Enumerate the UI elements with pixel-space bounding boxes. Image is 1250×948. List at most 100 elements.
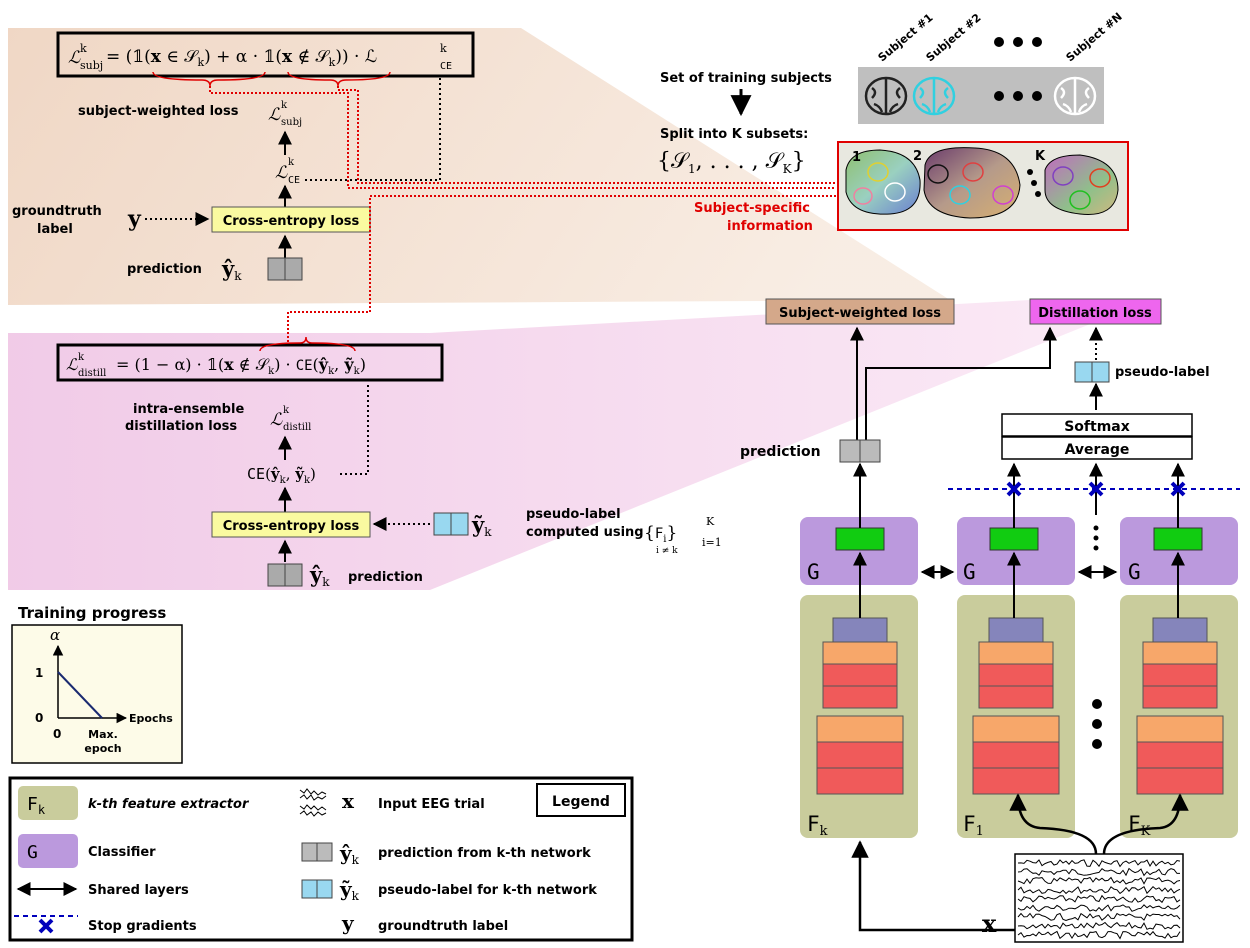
eeg-channel-5: [1017, 894, 1181, 904]
prediction-label-net: prediction: [740, 444, 821, 460]
eeg-channel-3: [1017, 876, 1181, 885]
classifier-K: [1120, 517, 1238, 585]
prediction-cells-net: [839, 439, 881, 463]
legend-classifier-swatch: [18, 834, 78, 868]
groundtruth-label-line1: groundtruth: [12, 204, 102, 219]
subject-weighted-loss-box: [765, 298, 955, 325]
brain-icon: [864, 76, 1097, 116]
prediction-label-top: prediction: [127, 262, 202, 277]
subset-blobs: [845, 147, 1119, 219]
fe-k-label: Fk: [807, 812, 828, 839]
layer-orange-1: [978, 641, 1054, 665]
svg-text:CE: CE: [440, 61, 452, 72]
training-progress-plot: [52, 644, 128, 724]
cross-entropy-box-top: [211, 206, 371, 233]
average-box: [1001, 436, 1193, 460]
subject-weighted-loss-text: Subject-weighted loss: [779, 306, 941, 321]
subject-specific-line2: information: [727, 219, 813, 234]
layer-red-0: [822, 663, 898, 687]
layer-orange-b-1: [972, 715, 1060, 743]
svg-text:k: k: [283, 405, 290, 416]
fe-1-label: F1: [963, 812, 984, 839]
intra-ensemble-line2: distillation loss: [125, 419, 237, 434]
layer-orange-0: [822, 641, 898, 665]
legend-eeg-label: Input EEG trial: [378, 797, 485, 812]
layer-red-2: [1142, 663, 1218, 687]
legend-eeg-icon: [299, 788, 327, 817]
subject-n-label: Subject #N: [1064, 10, 1125, 64]
subject-weighted-loss-label: subject-weighted loss: [78, 104, 239, 119]
layer-stacks: [816, 617, 1224, 795]
training-progress-title: Training progress: [18, 604, 166, 622]
intra-ensemble-line1: intra-ensemble: [133, 402, 244, 417]
layer-red-c-0: [816, 741, 904, 769]
legend-fe-label: k-th feature extractor: [88, 797, 250, 812]
legend-title: Legend: [552, 794, 610, 810]
vertical-ellipsis-classifiers: [1093, 525, 1099, 551]
legend-stop-icon: [38, 918, 54, 934]
cross-entropy-label-top: Cross-entropy loss: [223, 214, 360, 229]
eeg-channel-4: [1017, 885, 1181, 895]
pseudo-label-net: pseudo-label: [1115, 365, 1210, 380]
layer-blue-0: [832, 617, 888, 643]
eeg-channel-9: [1017, 930, 1181, 940]
average-label: Average: [1065, 442, 1130, 458]
layer-red-d-2: [1136, 767, 1224, 795]
legend-pred-label: prediction from k-th network: [378, 846, 591, 861]
max-epoch-line1: Max.: [88, 728, 118, 741]
pseudo-label-line1: pseudo-label: [526, 507, 621, 522]
subset-k-label: K: [1035, 149, 1046, 164]
legend-pseudo-label: pseudo-label for k-th network: [378, 883, 597, 898]
softmax-box: [1001, 413, 1193, 437]
groundtruth-label-line2: label: [37, 222, 73, 237]
legend-y-symbol: y: [341, 911, 355, 935]
classifier-1: [957, 517, 1075, 585]
cross-entropy-box-bottom: [211, 511, 371, 538]
training-progress-box: [11, 624, 183, 764]
svg-text:distill: distill: [283, 422, 311, 433]
distill-loss-equation: ℒ k distill = (1 − α) · 𝟙(x ∉ 𝒮k) · CE(ŷ…: [56, 336, 444, 382]
layer-red-b-1: [978, 685, 1054, 709]
y-tick-0: 0: [35, 711, 43, 725]
input-arrows: [851, 793, 1189, 932]
eeg-channel-7: [1017, 912, 1181, 922]
svg-text:= (𝟙(x ∈ 𝒮k) + α · 𝟙(x ∉ 𝒮: = (𝟙(x ∈ 𝒮k) + α · 𝟙(x ∉ 𝒮k)) · ℒ: [106, 47, 377, 69]
distill-loss-symbol: ℒ k distill: [270, 405, 311, 433]
layer-orange-2: [1142, 641, 1218, 665]
ce-term-bottom: CE(ŷk, ỹk): [247, 465, 316, 486]
ellipsis-dots: [994, 37, 1042, 101]
eeg-channel-2: [1017, 867, 1180, 877]
legend-shared-label: Shared layers: [88, 883, 189, 898]
split-label: Split into K subsets:: [660, 127, 808, 142]
svg-text:ℒ: ℒ: [270, 410, 283, 430]
legend-title-box: [536, 783, 626, 817]
x-tick-0: 0: [53, 727, 61, 741]
x-symbol-net: x: [982, 909, 997, 938]
classifier-g-K: G: [1128, 560, 1141, 584]
classifier-g-k: G: [807, 560, 820, 584]
legend-classifier-symbol: G: [27, 842, 38, 863]
subj-loss-symbol: ℒ k subj: [268, 100, 302, 128]
svg-text:= (1 − α) · 𝟙(x ∉ 𝒮k) · CE(ŷ: = (1 − α) · 𝟙(x ∉ 𝒮k) · CE(ŷk, ỹk): [116, 355, 366, 377]
layer-orange-b-0: [816, 715, 904, 743]
stop-gradient-marks: [1006, 481, 1186, 497]
svg-text:ℒ: ℒ: [66, 355, 78, 374]
legend-classifier-label: Classifier: [88, 845, 156, 860]
subset-2-label: 2: [913, 149, 922, 164]
pseudo-label-line2: computed using: [526, 525, 644, 540]
prediction-label-bottom: prediction: [348, 570, 423, 585]
layer-red-b-2: [1142, 685, 1218, 709]
svg-text:k: k: [281, 100, 288, 111]
subject-specific-links: [209, 86, 836, 342]
legend-pred-cells: [301, 842, 333, 862]
softmax-label: Softmax: [1064, 419, 1130, 435]
svg-text:K: K: [706, 515, 715, 528]
classifier-k: [800, 517, 918, 585]
svg-text:{Fi}: {Fi}: [644, 523, 677, 545]
svg-text:k: k: [80, 42, 87, 55]
svg-text:i ≠ k: i ≠ k: [656, 546, 678, 556]
top-panel: [8, 28, 950, 305]
layer-orange-b-2: [1136, 715, 1224, 743]
svg-text:ℒ: ℒ: [268, 105, 281, 125]
max-epoch-line2: epoch: [84, 742, 121, 755]
